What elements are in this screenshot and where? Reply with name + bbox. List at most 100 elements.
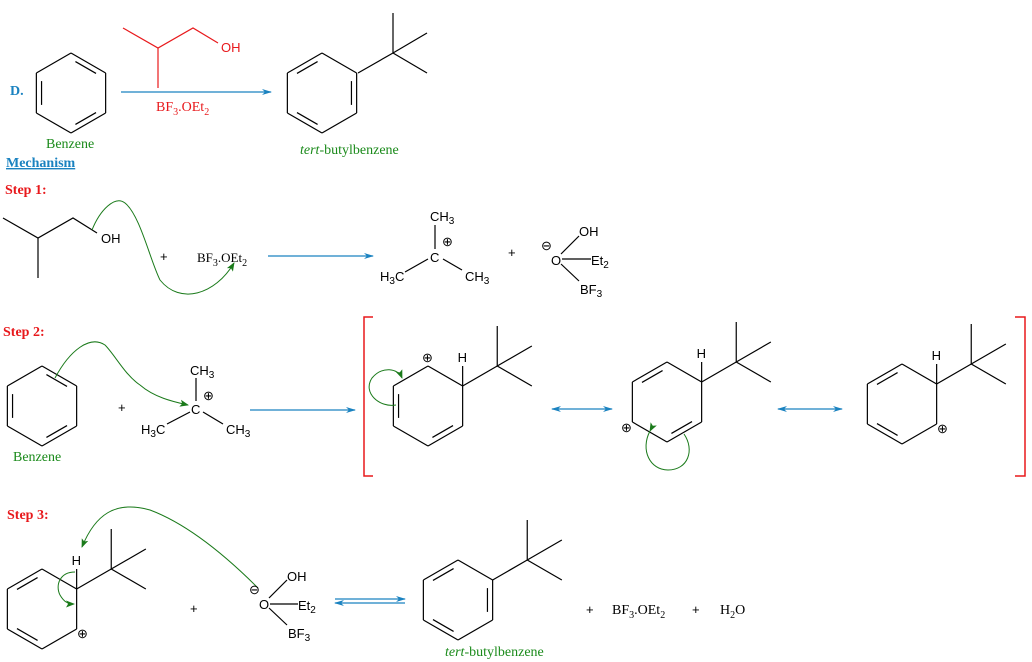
hydrogen-label: H bbox=[72, 553, 81, 568]
svg-text:CH3: CH3 bbox=[430, 209, 455, 227]
methyl-bond bbox=[735, 361, 772, 383]
curved-arrow-resonance bbox=[368, 369, 403, 406]
double-bond-line bbox=[46, 425, 68, 438]
bf3-oet2: BF3.OEt2 bbox=[612, 603, 665, 621]
ring-bond bbox=[321, 52, 357, 74]
ring-bond bbox=[427, 365, 463, 387]
methyl-bond bbox=[496, 365, 533, 387]
tbutyl-group bbox=[357, 13, 428, 74]
svg-text:Et2: Et2 bbox=[591, 253, 609, 271]
benzene-label: Benzene bbox=[46, 137, 94, 152]
curved-arrow-resonance bbox=[645, 422, 690, 471]
ring-bond bbox=[901, 423, 937, 445]
ring-bond bbox=[666, 421, 702, 443]
svg-text:⊕: ⊕ bbox=[442, 234, 453, 249]
double-bond-line bbox=[296, 112, 318, 125]
tert-butylbenzene-ring bbox=[286, 52, 358, 134]
double-bond-line bbox=[671, 421, 693, 434]
double-bond-line bbox=[16, 577, 38, 590]
mechanism-heading: Mechanism bbox=[6, 156, 76, 171]
sigma-complex-ring: H⊕ bbox=[866, 324, 1007, 445]
bf3-oet2: BF3.OEt2 bbox=[197, 250, 247, 269]
tert-butylbenzene-ring bbox=[422, 520, 563, 641]
ring-bond bbox=[867, 423, 903, 445]
positive-charge: ⊕ bbox=[422, 350, 433, 365]
positive-charge: ⊕ bbox=[621, 420, 632, 435]
plus-sign: + bbox=[508, 245, 516, 260]
catalyst-label: BF3.OEt2 bbox=[156, 100, 209, 118]
isobutanol: OH bbox=[2, 217, 121, 278]
benzene-ring bbox=[35, 52, 107, 134]
ring-bond bbox=[7, 628, 43, 650]
tert-butyl-cation: CH3 C ⊕ H3C CH3 bbox=[380, 209, 490, 287]
ring-bond bbox=[41, 628, 77, 650]
step2-label: Step 2: bbox=[3, 325, 45, 340]
methyl-bond bbox=[970, 363, 1007, 385]
oxonium-borate-complex: ⊖ O OH Et2 BF3 bbox=[249, 569, 316, 644]
methyl-bond bbox=[735, 341, 772, 363]
svg-text:CH3: CH3 bbox=[226, 422, 251, 440]
methyl-bond bbox=[110, 548, 147, 570]
sigma-complex-ring: H⊕ bbox=[621, 322, 772, 443]
plus-sign: + bbox=[190, 601, 198, 616]
svg-text:Et2: Et2 bbox=[298, 598, 316, 616]
ring-bond bbox=[70, 112, 106, 134]
tbutyl-bond bbox=[76, 568, 112, 590]
svg-text:⊖: ⊖ bbox=[249, 582, 260, 597]
double-bond-line bbox=[296, 61, 318, 74]
curved-arrow-oh-to-bf3 bbox=[91, 200, 235, 295]
positive-charge: ⊕ bbox=[77, 626, 88, 641]
ring-bond bbox=[423, 619, 459, 641]
ring-bond bbox=[287, 112, 323, 134]
svg-text:CH3: CH3 bbox=[465, 269, 490, 287]
plus-sign: + bbox=[692, 602, 700, 617]
ring-bond bbox=[427, 425, 463, 447]
sigma-complex-ring: H⊕ bbox=[6, 529, 147, 650]
double-bond-line bbox=[46, 374, 68, 387]
svg-text:C: C bbox=[191, 402, 200, 417]
benzene-ring bbox=[6, 365, 78, 447]
ring-bond bbox=[666, 361, 702, 383]
ring-bond bbox=[393, 365, 429, 387]
tert-butyl-cation: CH3 C ⊕ H3C CH3 bbox=[141, 363, 251, 440]
double-bond-line bbox=[876, 372, 898, 385]
tbutyl-bond bbox=[936, 363, 972, 385]
svg-text:O: O bbox=[259, 597, 269, 612]
water: H2O bbox=[720, 603, 745, 621]
sigma-complex-ring: H⊕ bbox=[392, 326, 533, 447]
plus-sign: + bbox=[118, 400, 126, 415]
benzene-label: Benzene bbox=[13, 450, 61, 465]
ring-bond bbox=[36, 112, 72, 134]
ring-bond bbox=[423, 559, 459, 581]
plus-sign: + bbox=[160, 249, 168, 264]
isobutanol-skeleton bbox=[122, 27, 219, 49]
ring-bond bbox=[7, 425, 43, 447]
product-label: tert-butylbenzene bbox=[445, 645, 544, 660]
ring-bond bbox=[36, 52, 72, 74]
ring-bond bbox=[70, 52, 106, 74]
methyl-bond bbox=[970, 343, 1007, 365]
ring-bond bbox=[321, 112, 357, 134]
isobutanol-reagent: OH bbox=[122, 27, 241, 88]
double-bond-line bbox=[432, 619, 454, 632]
svg-text:CH3: CH3 bbox=[190, 363, 215, 381]
ring-structures: H⊕H⊕H⊕H⊕ bbox=[6, 52, 1007, 650]
ring-bond bbox=[901, 363, 937, 385]
curved-arrow-benzene-to-cation bbox=[54, 341, 189, 407]
double-bond-line bbox=[432, 425, 454, 438]
ring-bond bbox=[41, 365, 77, 387]
double-bond-line bbox=[432, 568, 454, 581]
ring-bond bbox=[457, 619, 493, 641]
part-label: D. bbox=[10, 84, 24, 99]
ring-bond bbox=[867, 363, 903, 385]
double-bond-line bbox=[16, 628, 38, 641]
methyl-bond bbox=[526, 539, 563, 561]
svg-text:H3C: H3C bbox=[380, 269, 404, 287]
svg-text:H3C: H3C bbox=[141, 422, 165, 440]
svg-text:⊕: ⊕ bbox=[203, 388, 214, 403]
hydrogen-label: H bbox=[458, 350, 467, 365]
left-bracket bbox=[363, 316, 373, 477]
curved-arrow-ch-bond bbox=[57, 571, 76, 608]
methyl-bond bbox=[110, 568, 147, 590]
